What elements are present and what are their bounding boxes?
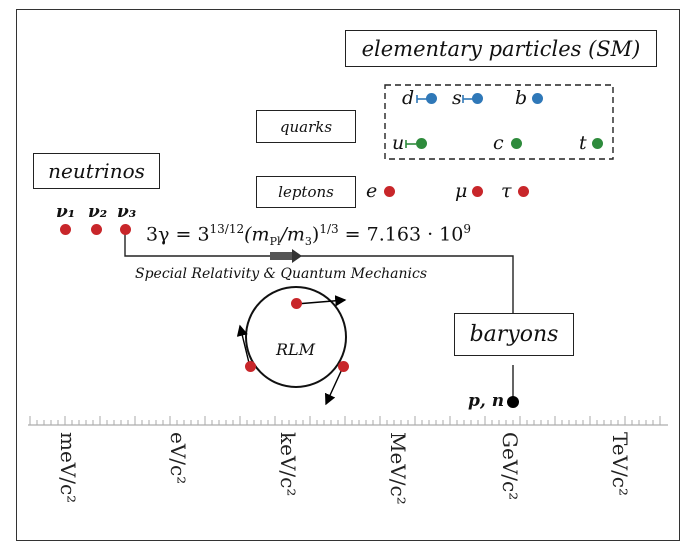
path-to-baryons — [124, 234, 514, 317]
lepton-mu: μ — [455, 180, 468, 202]
srqm-label: Special Relativity & Quantum Mechanics — [135, 266, 428, 282]
unit-gev: GeV/c² — [498, 432, 522, 501]
lepton-tau: τ — [501, 180, 512, 202]
rlm-label: RLM — [276, 340, 316, 359]
quark-c: c — [493, 132, 504, 154]
neutrinos-label: neutrinos — [48, 159, 145, 183]
quark-u: u — [392, 132, 405, 154]
title-text: elementary particles (SM) — [361, 36, 641, 61]
rlm-dot-left — [245, 361, 256, 372]
unit-mev: MeV/c² — [386, 432, 410, 505]
quark-t-dot — [592, 138, 603, 149]
quark-d: d — [402, 87, 415, 109]
quark-b: b — [515, 87, 528, 109]
neutrino-1: ν₁ — [56, 202, 76, 222]
baryons-box: baryons — [454, 313, 574, 356]
lepton-e: e — [366, 180, 378, 202]
rlm-dot-top — [291, 298, 302, 309]
rlm-arrow-top — [295, 295, 347, 307]
baryon-pn-label: p, n — [468, 391, 505, 411]
formula: 3γ = 313/12(mPl/m3)1/3 = 7.163 · 109 — [146, 222, 471, 249]
quark-b-dot — [532, 93, 543, 104]
thick-arrow-head — [292, 249, 302, 263]
neutrino-2-dot — [91, 224, 102, 235]
rlm-dot-right — [338, 361, 349, 372]
figure-frame — [16, 9, 680, 541]
lepton-tau-dot — [518, 186, 529, 197]
baryon-dot — [507, 396, 519, 408]
quark-d-dot — [426, 93, 437, 104]
thick-arrow-body — [270, 252, 292, 260]
quark-t: t — [579, 132, 587, 154]
rlm-arrow-right — [325, 366, 344, 406]
quark-u-dot — [416, 138, 427, 149]
lepton-e-dot — [384, 186, 395, 197]
quark-s-dot — [472, 93, 483, 104]
leptons-label: leptons — [278, 183, 334, 201]
neutrino-2: ν₂ — [88, 202, 108, 222]
quarks-label: quarks — [279, 117, 333, 136]
energy-scale-ruler — [28, 416, 668, 426]
quark-c-dot — [511, 138, 522, 149]
neutrino-3-dot — [120, 224, 131, 235]
title-box: elementary particles (SM) — [345, 30, 657, 67]
quarks-box: quarks — [256, 110, 356, 143]
neutrino-3: ν₃ — [117, 202, 137, 222]
unit-tev: TeV/c² — [608, 432, 632, 497]
quark-dashed-box — [384, 84, 614, 160]
unit-kev: keV/c² — [276, 432, 300, 497]
lepton-mu-dot — [472, 186, 483, 197]
rlm-circle — [245, 286, 347, 388]
unit-mev-milli: meV/c² — [56, 432, 80, 504]
unit-ev: eV/c² — [166, 432, 190, 485]
leptons-box: leptons — [256, 176, 356, 208]
quark-s: s — [452, 87, 462, 109]
rlm-arrow-left — [236, 324, 251, 368]
neutrinos-box: neutrinos — [33, 153, 160, 189]
baryons-label: baryons — [469, 322, 559, 347]
neutrino-1-dot — [60, 224, 71, 235]
